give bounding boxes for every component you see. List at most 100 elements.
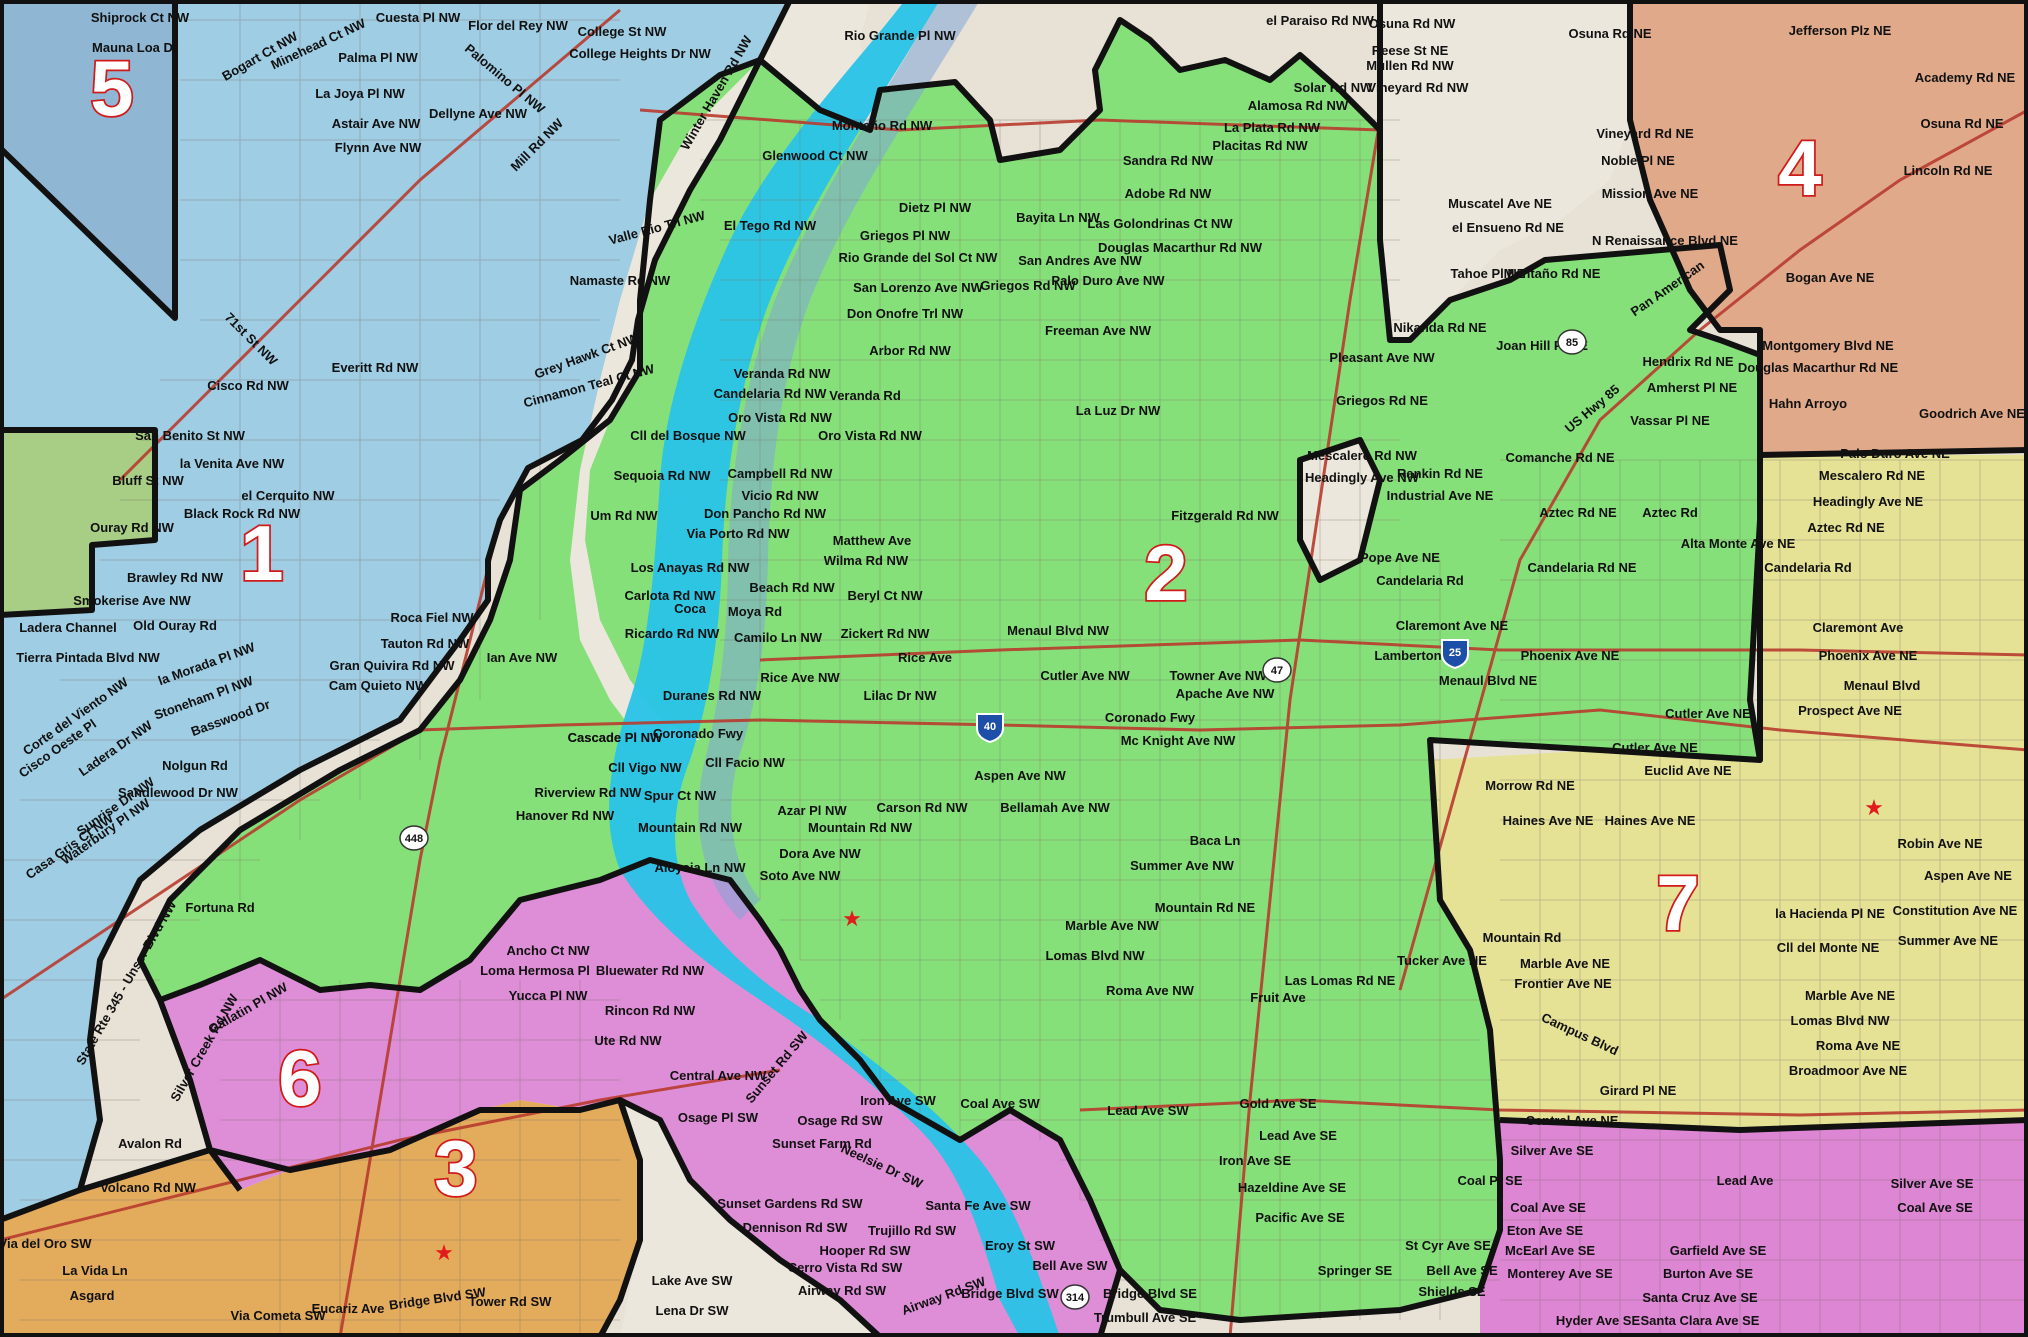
star-icon: ★ [1864, 795, 1884, 820]
street-label: Springer SE [1318, 1263, 1393, 1278]
street-label: Phoenix Ave NE [1521, 648, 1620, 663]
street-label: Central Ave NW [670, 1068, 767, 1083]
street-label: Mescalero Rd NW [1307, 448, 1418, 463]
street-label: Lomas Blvd NW [1046, 948, 1146, 963]
street-label: Rice Ave [898, 650, 952, 665]
street-label: Bogan Ave NE [1786, 270, 1875, 285]
street-label: Ouray Rd NW [90, 520, 175, 535]
street-label: Mountain Rd [1483, 930, 1562, 945]
street-label: Brawley Rd NW [127, 570, 224, 585]
street-label: Douglas Macarthur Rd NE [1738, 360, 1899, 375]
landmark-stars: ★★★ [434, 795, 1884, 1265]
street-label: Airway Rd SW [798, 1283, 887, 1298]
street-label: San Benito St NW [135, 428, 246, 443]
street-label: Trujillo Rd SW [868, 1223, 957, 1238]
street-label: Camilo Ln NW [734, 630, 823, 645]
street-label: Montaño Rd NW [832, 118, 933, 133]
shield-label: 314 [1066, 1292, 1085, 1304]
street-label: el Ensueno Rd NE [1452, 220, 1564, 235]
street-label: San Andres Ave NW [1018, 253, 1142, 268]
street-label: Summer Ave NW [1130, 858, 1235, 873]
street-label: Cutler Ave NW [1040, 668, 1130, 683]
street-label: Haines Ave NE [1503, 813, 1594, 828]
street-label: Bayita Ln NW [1016, 210, 1101, 225]
street-label: Black Rock Rd NW [184, 506, 301, 521]
street-label: Apache Ave NW [1176, 686, 1275, 701]
street-label: Via Porto Rd NW [686, 526, 790, 541]
street-label: Lead Ave SE [1259, 1128, 1337, 1143]
street-label: Placitas Rd NW [1212, 138, 1308, 153]
street-label: Marble Ave NW [1065, 918, 1159, 933]
street-label: Ricardo Rd NW [625, 626, 720, 641]
street-label: la Venita Ave NW [180, 456, 285, 471]
street-label: Coronado Fwy [653, 726, 744, 741]
street-label: Goodrich Ave NE [1919, 406, 2025, 421]
street-label: Lena Dr SW [656, 1303, 730, 1318]
rio-grande-river [609, 0, 1060, 1337]
street-label: Mescalero Rd NE [1819, 468, 1926, 483]
street-label: Hyder Ave SE [1556, 1313, 1641, 1328]
street-label: Headingly Ave NE [1813, 494, 1924, 509]
street-label: Menaul Blvd [1844, 678, 1921, 693]
street-label: Aspen Ave NW [974, 768, 1066, 783]
street-label: Montgomery Blvd NE [1762, 338, 1894, 353]
street-label: Menaul Blvd NW [1007, 623, 1110, 638]
street-label: Freeman Ave NW [1045, 323, 1152, 338]
street-label: Aloysia Ln NW [654, 860, 746, 875]
street-label: Jefferson Plz NE [1789, 23, 1892, 38]
district-number-2: 2 [1144, 529, 1187, 617]
street-label: Mc Knight Ave NW [1121, 733, 1236, 748]
street-label: El Tego Rd NW [724, 218, 817, 233]
street-label: Marble Ave NE [1520, 956, 1610, 971]
street-label: Cutler Ave NE [1665, 706, 1751, 721]
district-number-3: 3 [434, 1124, 477, 1212]
street-label: Osuna Rd NE [1568, 26, 1651, 41]
street-label: Everitt Rd NW [332, 360, 419, 375]
street-label: Cll del Monte NE [1777, 940, 1880, 955]
street-label: La Luz Dr NW [1076, 403, 1161, 418]
street-label: Santa Cruz Ave SE [1642, 1290, 1758, 1305]
street-label: Eucariz Ave [312, 1301, 385, 1316]
street-label: Don Onofre Trl NW [847, 306, 964, 321]
state-route-shield: 448 [399, 825, 429, 851]
street-label: Soto Ave NW [760, 868, 841, 883]
street-label: Solar Rd NW [1294, 80, 1373, 95]
district-number-1: 1 [240, 509, 283, 597]
street-label: Bellamah Ave NW [1000, 800, 1110, 815]
street-label: Tahoe Pl NE [1451, 266, 1526, 281]
street-label: Fortuna Rd [185, 900, 254, 915]
street-label: Tucker Ave NE [1397, 953, 1487, 968]
district-8-area [1480, 1120, 2028, 1337]
street-label: Matthew Ave [833, 533, 912, 548]
street-label: Duranes Rd NW [663, 688, 762, 703]
street-label: Douglas Macarthur Rd NW [1098, 240, 1263, 255]
street-label: Lead Ave [1717, 1173, 1774, 1188]
street-label: Hooper Rd SW [820, 1243, 912, 1258]
street-label: Beryl Ct NW [847, 588, 923, 603]
street-label: Montaño Rd NE [1504, 266, 1601, 281]
street-label: Bluewater Rd NW [596, 963, 705, 978]
district-number-5: 5 [90, 44, 133, 132]
street-label: Phoenix Ave NE [1819, 648, 1918, 663]
interstate-shield: 25 [1441, 639, 1469, 670]
street-label: Haines Ave NE [1605, 813, 1696, 828]
street-label: Baca Ln [1190, 833, 1241, 848]
street-label: Comanche Rd NE [1505, 450, 1614, 465]
street-label: Dennison Rd SW [743, 1220, 848, 1235]
street-label: Fitzgerald Rd NW [1171, 508, 1279, 523]
street-label: Arbor Rd NW [869, 343, 951, 358]
street-label: la Hacienda Pl NE [1775, 906, 1885, 921]
street-label: Santa Clara Ave SE [1641, 1313, 1760, 1328]
street-label: Griegos Pl NW [860, 228, 951, 243]
street-label: Flynn Ave NW [335, 140, 422, 155]
district-7-area [1430, 455, 2028, 1130]
star-icon: ★ [434, 1240, 454, 1265]
street-label: Central Ave NE [1526, 1113, 1619, 1128]
street-label: Prospect Ave NE [1798, 703, 1902, 718]
street-label: Osage Pl SW [678, 1110, 759, 1125]
street-label: Vineyard Rd NE [1596, 126, 1694, 141]
shield-label: 85 [1566, 337, 1578, 349]
street-label: Sandra Rd NW [1123, 153, 1214, 168]
